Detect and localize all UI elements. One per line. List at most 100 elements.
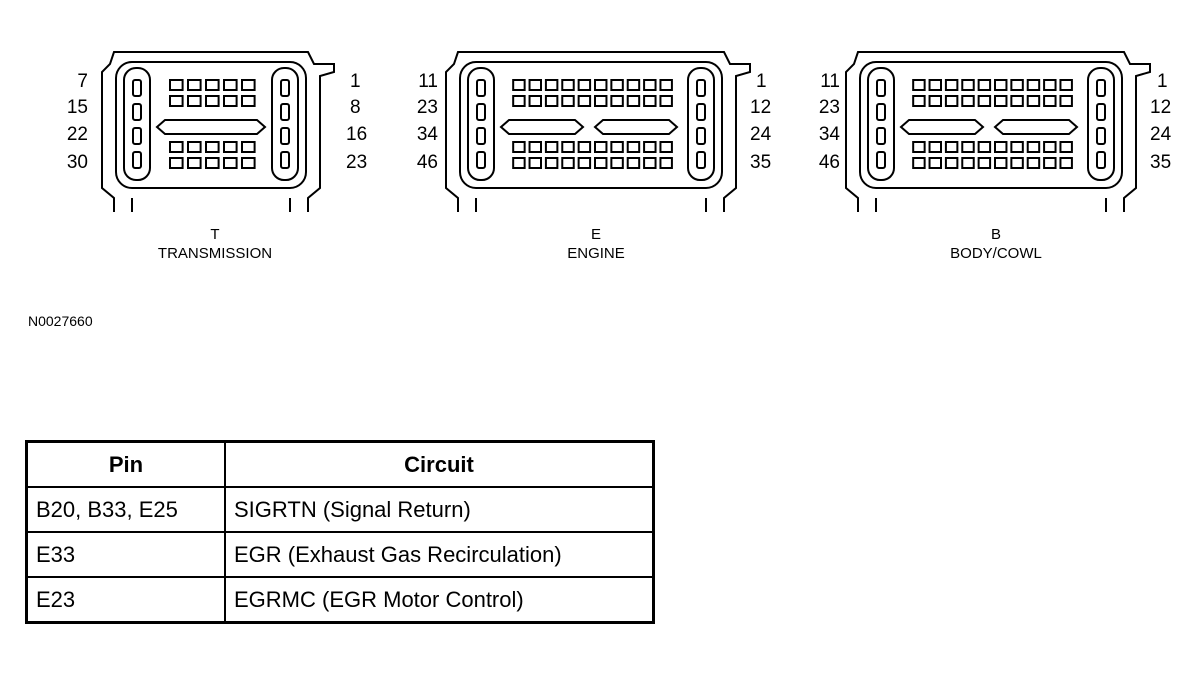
pin-cavity — [1059, 141, 1073, 153]
pin-cavity — [961, 157, 975, 169]
pin-cavity — [1010, 141, 1024, 153]
b-right-pin-3: 24 — [1150, 124, 1172, 145]
pin-cavity — [928, 157, 943, 169]
pin-cavity — [544, 95, 559, 107]
pin-cavity — [594, 95, 608, 107]
pin-cavity — [610, 79, 624, 91]
key-slot — [899, 119, 985, 135]
pin-cavity — [1010, 95, 1024, 107]
pin-cavity — [241, 157, 256, 169]
pin-cavity — [544, 157, 559, 169]
pin-cavity — [1096, 151, 1106, 169]
pin-cavity — [696, 103, 706, 121]
e-right-pin-1: 1 — [756, 71, 767, 92]
pin-cavity — [876, 151, 886, 169]
pin-cavity — [512, 157, 526, 169]
pin-cavity — [1096, 127, 1106, 145]
t-right-pin-1: 1 — [350, 71, 361, 92]
right-pin-column — [687, 67, 715, 181]
connector-body — [115, 61, 307, 189]
key-slot — [593, 119, 679, 135]
right-pin-column — [271, 67, 299, 181]
table-row: B20, B33, E25 SIGRTN (Signal Return) — [25, 486, 655, 533]
b-right-pin-2: 12 — [1150, 97, 1172, 118]
pin-cavity — [876, 103, 886, 121]
pin-cavity — [1043, 95, 1057, 107]
pin-cavity — [994, 79, 1008, 91]
pin-cavity — [977, 141, 992, 153]
left-pin-column — [467, 67, 495, 181]
pin-cavity — [659, 79, 673, 91]
pin-cavity — [280, 103, 290, 121]
pin-cavity — [241, 141, 256, 153]
pin-cavity — [994, 157, 1008, 169]
pin-cavity — [1096, 79, 1106, 97]
pin-cavity — [223, 95, 238, 107]
pin-cavity — [928, 95, 943, 107]
pin-cavity — [876, 79, 886, 97]
pin-cavity — [1043, 79, 1057, 91]
pin-cavity — [205, 79, 220, 91]
pin-cavity — [187, 95, 202, 107]
pin-cavity — [512, 95, 526, 107]
pin-cavity — [512, 79, 526, 91]
pin-cavity — [626, 79, 641, 91]
pin-cavity — [132, 103, 142, 121]
pin-cavity — [928, 141, 943, 153]
pin-cavity — [561, 95, 575, 107]
pin-cavity — [643, 157, 657, 169]
e-connector-letter: E — [590, 226, 601, 243]
transmission-connector-shape — [101, 51, 335, 212]
t-connector-name: TRANSMISSION — [157, 245, 273, 262]
pin-cavity — [280, 151, 290, 169]
pin-cavity — [1043, 141, 1057, 153]
t-left-pin-1: 7 — [77, 71, 88, 92]
table-row: E33 EGR (Exhaust Gas Recirculation) — [25, 531, 655, 578]
pin-cavity — [169, 141, 184, 153]
e-left-pin-3: 34 — [416, 124, 438, 145]
pin-cavity — [1026, 95, 1041, 107]
t-right-pin-2: 8 — [350, 97, 361, 118]
t-left-pin-4: 30 — [66, 152, 88, 173]
b-connector-name: BODY/COWL — [950, 245, 1042, 262]
pin-cavity — [169, 157, 184, 169]
pin-cavity — [223, 79, 238, 91]
t-left-pin-3: 22 — [66, 124, 88, 145]
pin-cavity — [977, 79, 992, 91]
connector-diagram: 7 15 22 30 1 8 16 23 T TRANSMISSION 11 2… — [0, 0, 1200, 300]
pin-cavity — [544, 79, 559, 91]
connector-body — [859, 61, 1123, 189]
connector-housing — [845, 51, 1151, 212]
pin-cavity — [994, 95, 1008, 107]
pin-cavity — [1059, 95, 1073, 107]
pin-cavity — [659, 157, 673, 169]
pin-cavity — [476, 151, 486, 169]
pin-cavity — [132, 79, 142, 97]
pin-circuit-table: Pin Circuit B20, B33, E25 SIGRTN (Signal… — [25, 440, 655, 624]
e-connector-name: ENGINE — [567, 245, 625, 262]
pin-cell: B20, B33, E25 — [25, 486, 226, 533]
pin-cavity — [1010, 79, 1024, 91]
pin-cavity — [928, 79, 943, 91]
pin-cell: E33 — [25, 531, 226, 578]
pin-cavity — [944, 157, 959, 169]
pin-cavity — [1026, 141, 1041, 153]
pin-cavity — [643, 79, 657, 91]
pin-cavity — [512, 141, 526, 153]
pin-cavity — [241, 79, 256, 91]
pin-cavity — [528, 79, 543, 91]
pin-cavity — [912, 141, 926, 153]
key-slot — [499, 119, 585, 135]
b-right-pin-4: 35 — [1150, 152, 1172, 173]
pin-cavity — [876, 127, 886, 145]
pin-cavity — [528, 157, 543, 169]
connector-drawings — [101, 51, 1151, 212]
pin-cavity — [961, 141, 975, 153]
pin-cavity — [912, 79, 926, 91]
connector-housing — [101, 51, 335, 212]
pin-cavity — [561, 79, 575, 91]
e-right-pin-3: 24 — [750, 124, 772, 145]
pin-cavity — [977, 95, 992, 107]
pin-cavity — [223, 157, 238, 169]
pin-cavity — [643, 141, 657, 153]
